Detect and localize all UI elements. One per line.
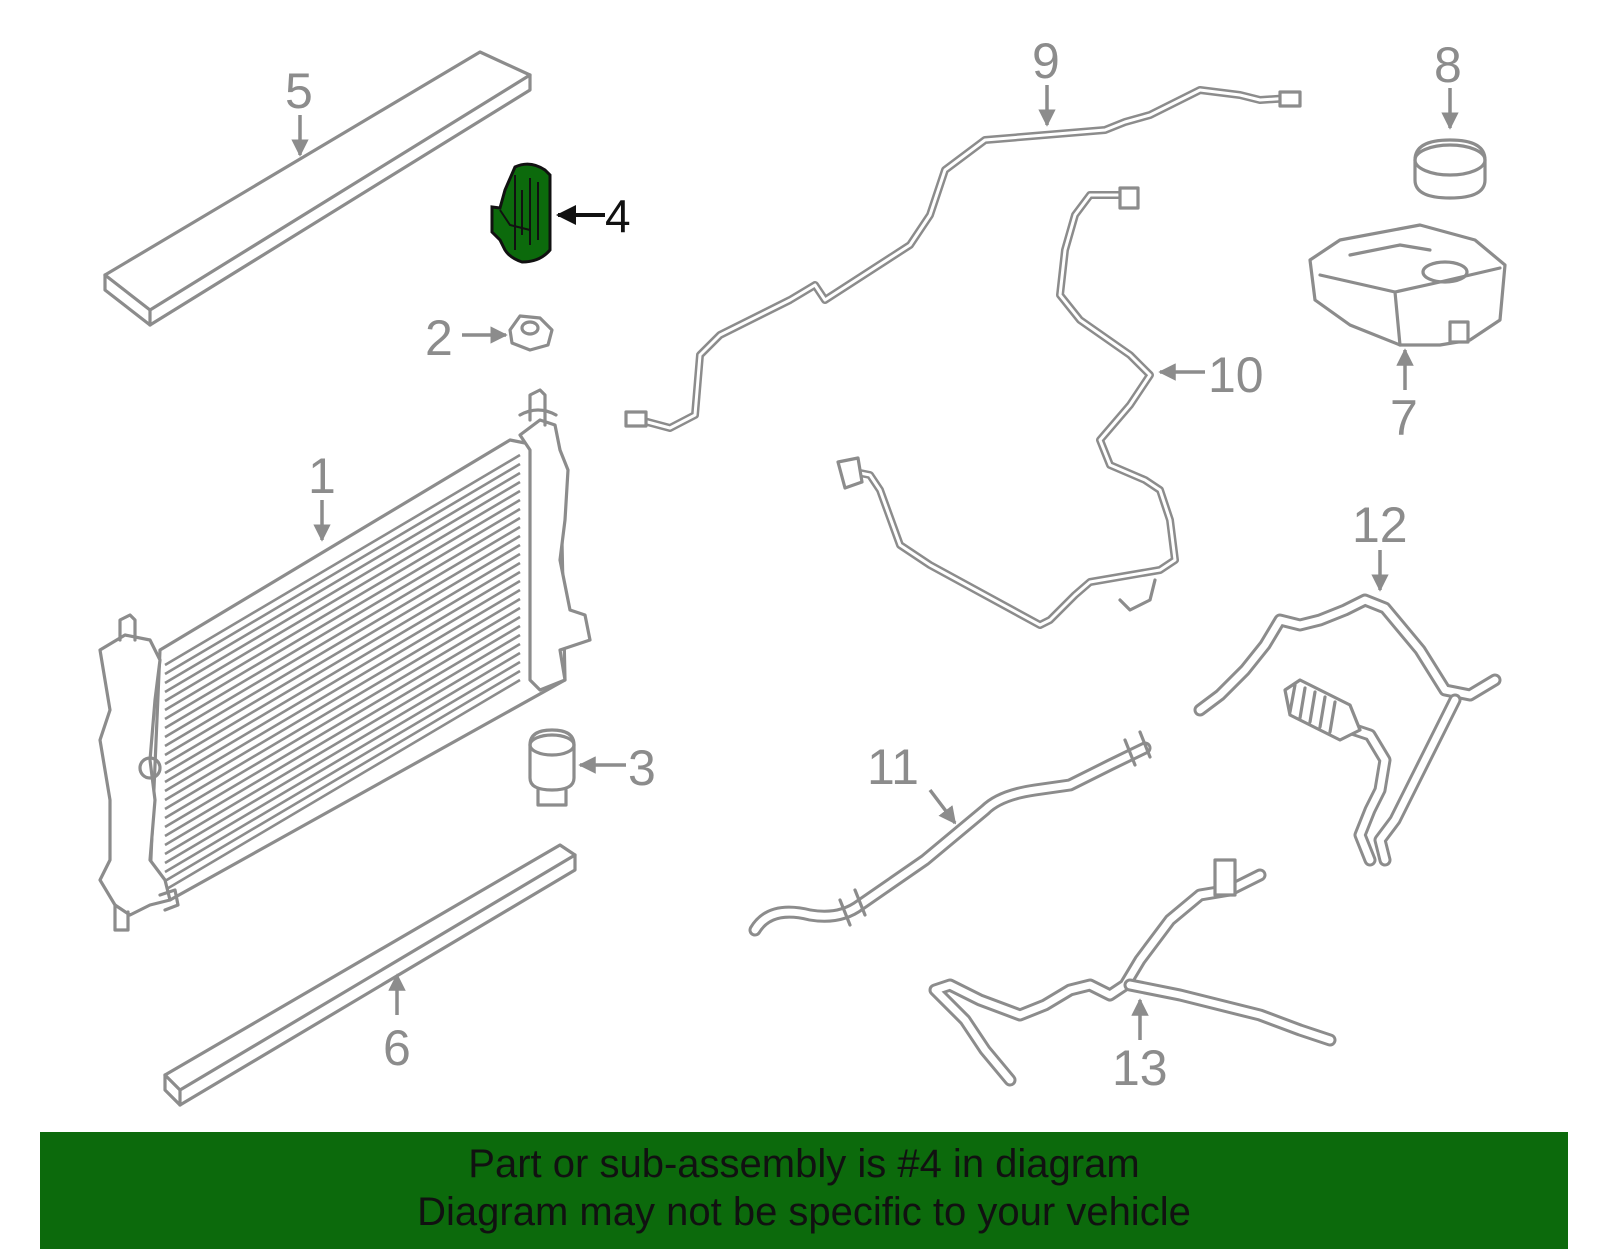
radiator-fin [164, 597, 521, 811]
radiator-fin [164, 633, 521, 847]
callout-5: 5 [285, 63, 313, 119]
part-1-radiator [98, 388, 592, 932]
part-2-clip [508, 314, 554, 352]
part-13-heater-hose [928, 858, 1337, 1087]
radiator-fin [164, 543, 521, 757]
radiator-fin [164, 552, 521, 766]
radiator-fin [164, 588, 521, 802]
radiator-fin [164, 507, 521, 721]
radiator-fin [164, 471, 521, 685]
radiator-fin [164, 516, 521, 730]
radiator-fin [164, 498, 521, 712]
radiator-fin [164, 534, 521, 748]
callout-numbers: 5 4 2 1 3 6 9 8 7 10 12 11 13 [285, 33, 1462, 1096]
callout-13: 13 [1112, 1040, 1168, 1096]
radiator-fin [164, 651, 521, 865]
callout-10: 10 [1208, 347, 1264, 403]
radiator-fin [164, 678, 521, 892]
part-5-upper-seal [103, 50, 532, 327]
radiator-fin [164, 561, 521, 775]
radiator-fin [164, 642, 521, 856]
radiator-fin [164, 669, 521, 883]
callout-6: 6 [383, 1020, 411, 1076]
radiator-fin [164, 480, 521, 694]
radiator-fin [164, 489, 521, 703]
radiator-fin [164, 624, 521, 838]
part-6-lower-seal [163, 843, 577, 1107]
part-8-reservoir-cap [1413, 138, 1487, 200]
radiator-fin [164, 525, 521, 739]
callout-11: 11 [867, 739, 919, 795]
banner-line-2: Diagram may not be specific to your vehi… [417, 1190, 1191, 1234]
callout-12: 12 [1352, 497, 1408, 553]
part-9-coolant-line [624, 86, 1302, 432]
part-12-hose-assembly [1193, 593, 1502, 867]
radiator-fin [164, 615, 521, 829]
radiator-fin [164, 570, 521, 784]
radiator-fin [164, 453, 521, 667]
part-3-bushing [528, 728, 576, 807]
callout-1: 1 [308, 448, 336, 504]
info-banner: Part or sub-assembly is #4 in diagram Di… [40, 1132, 1568, 1249]
leader-11 [928, 788, 957, 825]
callout-3: 3 [628, 740, 656, 796]
radiator-fin [164, 579, 521, 793]
banner-line-1: Part or sub-assembly is #4 in diagram [468, 1142, 1140, 1186]
part-11-hose [748, 730, 1152, 937]
part-7-coolant-reservoir [1308, 223, 1507, 347]
radiator-fin [164, 462, 521, 676]
leader-lines [291, 85, 1459, 1040]
radiator-fin [164, 606, 521, 820]
callout-7: 7 [1390, 390, 1418, 446]
part-10-bypass-line [836, 186, 1179, 629]
callout-9: 9 [1032, 33, 1060, 89]
callout-8: 8 [1434, 37, 1462, 93]
part-4-bracket-highlighted [490, 162, 552, 264]
callout-2: 2 [425, 310, 453, 366]
callout-4: 4 [605, 190, 631, 242]
radiator-fin [164, 660, 521, 874]
